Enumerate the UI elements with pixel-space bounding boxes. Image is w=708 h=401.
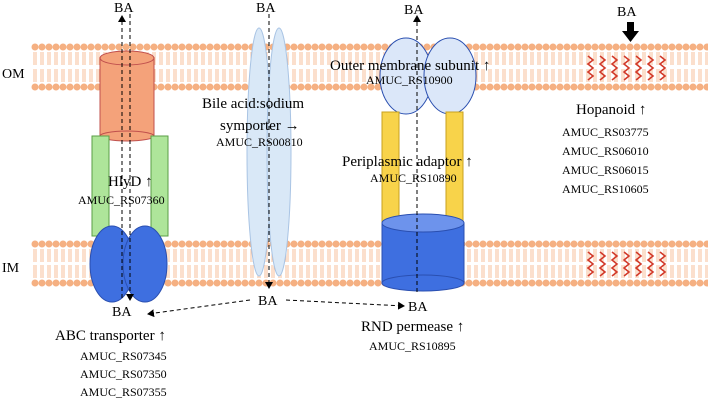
symporter-right-helix [266,27,292,277]
ba-top-rnd: BA [404,3,424,18]
hopanoid-label: Hopanoid ↑ [576,102,646,118]
abc-gene-1: AMUC_RS07345 [80,349,167,363]
ba-bottom-rnd: BA [408,300,428,315]
symporter-gene: AMUC_RS00810 [216,135,303,149]
adaptor-gene: AMUC_RS10890 [370,171,457,185]
ba-hopanoid: BA [617,5,637,20]
hopanoid-gene-4: AMUC_RS10605 [562,182,649,196]
hlyd-label: HlyD ↑ [108,174,153,190]
omp-gene: AMUC_RS10900 [366,73,453,87]
hopanoid-gene-3: AMUC_RS06015 [562,163,649,177]
abc-gene-3: AMUC_RS07355 [80,385,167,399]
adaptor-label: Periplasmic adaptor ↑ [342,154,473,170]
abc-efflux-system [89,14,169,303]
hopanoid-om-zigzags [586,55,667,81]
omp-label: Outer membrane subunit ↑ [330,58,490,74]
abc-right-subunit [122,225,168,303]
hopanoid-im-zigzags [586,251,667,277]
symporter-label-line1: Bile acid:sodium [202,96,304,112]
rnd-efflux-system [379,15,477,292]
abc-gene-2: AMUC_RS07350 [80,367,167,381]
rnd-gene: AMUC_RS10895 [369,339,456,353]
ba-top-abc: BA [114,1,134,16]
rnd-label: RND permease ↑ [361,319,464,335]
abc-label: ABC transporter ↑ [55,328,166,344]
hlyd-right-bar [150,135,169,237]
symporter-system [246,14,292,289]
hopanoid-gene-2: AMUC_RS06010 [562,144,649,158]
rnd-permease-cylinder [381,213,465,292]
down-arrow-icon [622,22,639,42]
om-label: OM [2,67,25,82]
hopanoid-gene-1: AMUC_RS03775 [562,125,649,139]
symporter-label-line2: symporter → [220,118,300,134]
ba-top-symporter: BA [256,1,276,16]
ba-bottom-abc: BA [112,305,132,320]
hlyd-gene: AMUC_RS07360 [78,193,165,207]
ba-to-abc-arrow [147,299,251,318]
ba-to-rnd-arrow [285,299,405,310]
tolc-channel [99,50,155,142]
ba-bottom-symporter: BA [258,294,278,309]
hlyd-left-bar [91,135,110,237]
im-label: IM [2,261,20,276]
